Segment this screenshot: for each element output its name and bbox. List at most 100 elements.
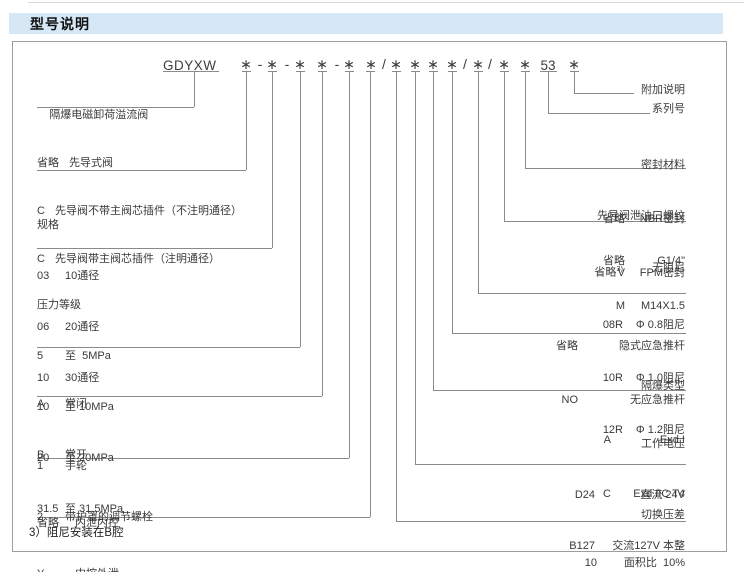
series-no-label: 系列号 (652, 103, 685, 115)
leader-line (574, 93, 634, 94)
leader-line (448, 71, 457, 72)
leader-line (411, 71, 420, 72)
block-title: 切换压差 (641, 509, 685, 521)
leader-line (429, 71, 438, 72)
leader-line (433, 390, 686, 391)
star-symbol: ∗ (266, 56, 278, 72)
leader-line (521, 71, 530, 72)
star-symbol: ∗ (316, 56, 328, 72)
leader-line (349, 72, 350, 458)
diagram-box (12, 41, 727, 552)
leader-line (300, 72, 301, 347)
leader-line (396, 521, 686, 522)
leader-line (37, 170, 246, 171)
leader-line (392, 71, 401, 72)
option-row: 省略隐式应急推杆 (556, 340, 685, 352)
leader-line (540, 71, 557, 72)
star-symbol: ∗ (498, 56, 510, 72)
star-symbol: ∗ (294, 56, 306, 72)
leader-line (37, 458, 349, 459)
leader-line (318, 71, 327, 72)
leader-line (345, 71, 354, 72)
slash-symbol: / (463, 56, 467, 72)
leader-line (478, 72, 479, 293)
option-row: 省略3)无阻尼 (594, 262, 685, 279)
leader-line (246, 72, 247, 170)
leader-line (504, 221, 686, 222)
leader-line (366, 71, 375, 72)
leader-line (415, 464, 686, 465)
leader-line (452, 72, 453, 333)
leader-line (500, 71, 509, 72)
leader-line (504, 72, 505, 221)
extra-note-label: 附加说明 (641, 84, 685, 96)
block-title: 隔爆类型 (641, 380, 685, 392)
option-row: 省略内泄内控 (37, 517, 119, 529)
leader-line (163, 71, 219, 72)
leader-line (242, 71, 251, 72)
footnote-ref: 3) (616, 264, 623, 273)
slash-symbol: / (488, 56, 492, 72)
leader-line (574, 72, 575, 93)
leader-line (570, 71, 579, 72)
option-row: 省略先导式阀 (37, 157, 113, 169)
star-symbol: ∗ (568, 56, 580, 72)
leader-line (396, 72, 397, 521)
leader-line (37, 517, 370, 518)
star-symbol: ∗ (519, 56, 531, 72)
leader-line (415, 72, 416, 464)
block-title: 工作电压 (641, 438, 685, 450)
section-header: 型号说明 (9, 13, 723, 34)
leader-line (370, 72, 371, 517)
leader-line (268, 71, 277, 72)
option-row: Y内控外泄 (37, 566, 119, 572)
leader-line (296, 71, 305, 72)
star-symbol: ∗ (365, 56, 377, 72)
leader-line (37, 248, 272, 249)
dash-symbol: - (334, 56, 340, 72)
star-symbol: ∗ (240, 56, 252, 72)
block-title: 先导阀泄油口螺纹 (597, 210, 685, 222)
model-code-series: 53 (540, 58, 556, 73)
page-top-rule (28, 2, 744, 3)
star-symbol: ∗ (427, 56, 439, 72)
block-title: 压力等级 (37, 299, 81, 311)
leader-line (452, 333, 686, 334)
slash-symbol: / (382, 56, 386, 72)
star-symbol: ∗ (446, 56, 458, 72)
star-symbol: ∗ (343, 56, 355, 72)
leader-line (478, 293, 686, 294)
leader-line (37, 396, 322, 397)
